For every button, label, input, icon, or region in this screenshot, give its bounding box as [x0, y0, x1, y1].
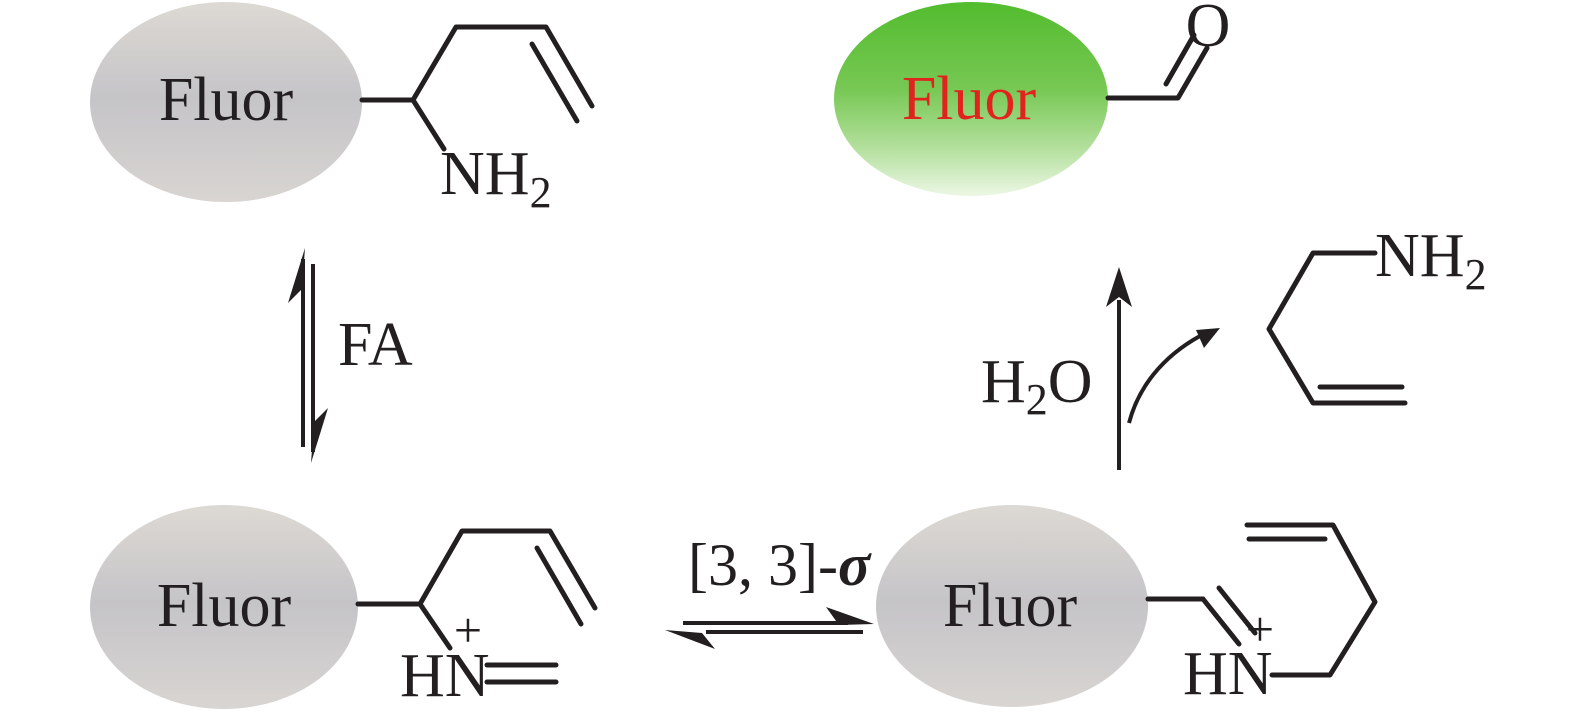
iminium-vinyl-double-bond-line	[534, 545, 584, 627]
h2o-o-text: O	[1048, 348, 1093, 416]
rearranged-cn-double-bond-main	[1200, 596, 1242, 647]
rearranged-cn-double-bond-second	[1216, 585, 1258, 636]
byproduct-nh2-label: NH2	[1375, 222, 1487, 299]
probe-vinyl-double-bond-line	[529, 41, 580, 124]
sigmatropic-prefix-text: [3, 3]-	[688, 532, 838, 598]
equilibrium-up-arrowhead	[288, 248, 305, 303]
probe-fluorophore-ellipse	[90, 2, 362, 202]
text-layer: Fluor Fluor Fluor Fluor NH2 O FA H2O NH2…	[157, 0, 1487, 710]
arrow-layer	[301, 259, 1201, 634]
sigma-symbol: σ	[838, 532, 872, 598]
equilibrium-left-arrowhead	[665, 630, 715, 649]
product-fluor-label: Fluor	[902, 65, 1037, 133]
probe-nh2-subscript: 2	[530, 168, 552, 217]
aldehyde-chain-bond	[1105, 45, 1210, 101]
h2o-h-text: H	[981, 348, 1026, 416]
byproduct-chain-bond	[1266, 250, 1408, 406]
byproduct-nh2-subscript: 2	[1465, 250, 1487, 299]
h2o-label: H2O	[981, 348, 1093, 424]
arrowhead-layer	[288, 248, 1220, 649]
byproduct-nh-text: NH	[1375, 222, 1465, 290]
probe-amine-bond	[410, 97, 447, 152]
iminium-nitrogen-bond	[417, 601, 453, 651]
rearranged-fluor-label: Fluor	[943, 572, 1078, 640]
aldehyde-oxygen-label: O	[1186, 0, 1231, 60]
product-fluorophore-ellipse	[834, 2, 1108, 196]
fa-label: FA	[338, 311, 413, 379]
probe-fluor-label: Fluor	[159, 66, 294, 134]
iminium-fluor-label: Fluor	[157, 572, 292, 640]
iminium-chain-bond	[355, 528, 598, 611]
equilibrium-down-arrowhead	[311, 408, 328, 463]
bond-layer	[355, 24, 1408, 685]
byproduct-curved-arrow-line	[1127, 334, 1201, 424]
equilibrium-right-arrowhead	[826, 607, 874, 625]
rearranged-hn-label: HN	[1183, 640, 1273, 708]
sigmatropic-label: [3, 3]-σ	[688, 532, 872, 598]
probe-nh-text: NH	[440, 140, 530, 208]
probe-nh2-label: NH2	[440, 140, 552, 217]
h2o-subscript: 2	[1026, 375, 1048, 424]
rearranged-chain-bond	[1244, 522, 1378, 678]
byproduct-curved-arrowhead	[1196, 328, 1220, 348]
iminium-hn-label: HN	[400, 642, 490, 710]
rearranged-charge-label: +	[1246, 601, 1274, 657]
hydrolysis-arrowhead	[1106, 267, 1132, 307]
iminium-fluorophore-ellipse	[90, 505, 358, 709]
probe-chain-bond	[359, 24, 595, 109]
iminium-charge-label: +	[454, 602, 482, 658]
rearranged-fluorophore-ellipse	[876, 505, 1148, 707]
aldehyde-double-bond-line	[1163, 32, 1197, 87]
